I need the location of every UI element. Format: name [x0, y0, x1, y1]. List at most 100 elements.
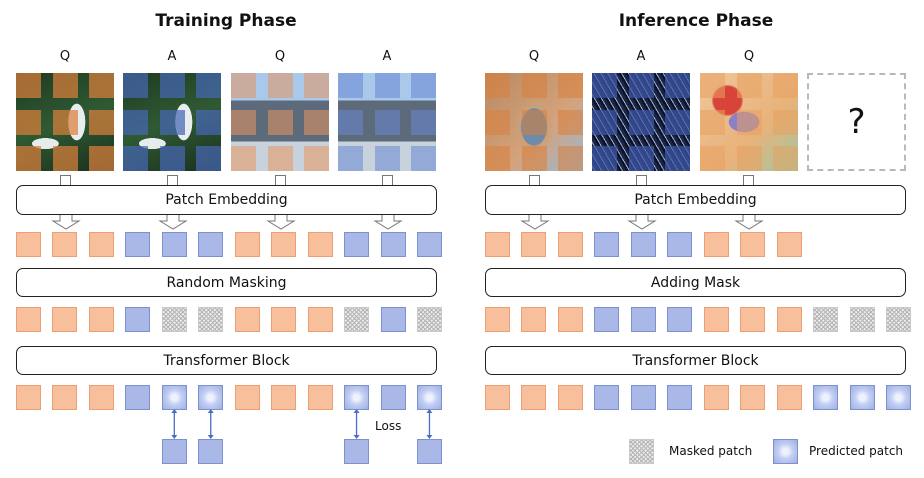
- answer-patch: [380, 385, 406, 410]
- image-patch-overlay: [628, 109, 654, 135]
- question-patch: [776, 385, 802, 410]
- down-arrow-icon: [51, 215, 81, 230]
- image-patch-overlay: [267, 146, 293, 171]
- question-patch: [703, 307, 729, 332]
- question-patch: [557, 232, 583, 257]
- image-patch-overlay: [196, 109, 221, 135]
- down-arrow-icon: [627, 215, 657, 230]
- image-patch-overlay: [196, 146, 221, 171]
- answer-patch: [380, 307, 406, 332]
- question-patch: [485, 307, 510, 332]
- image-patch-overlay: [123, 73, 148, 98]
- down-arrow-icon: [158, 215, 188, 230]
- answer-patch: [161, 232, 187, 257]
- image-patch-overlay: [411, 109, 436, 135]
- patch-grid-overlay: [231, 73, 329, 171]
- answer-patch: [125, 307, 151, 332]
- loss-arrows: [171, 409, 433, 439]
- image-patch-overlay: [374, 109, 400, 135]
- image-patch-overlay: [558, 73, 583, 98]
- answer-patch: [630, 232, 656, 257]
- image-patch-overlay: [374, 146, 400, 171]
- image-patch-overlay: [196, 73, 221, 98]
- image-patch-overlay: [628, 146, 654, 171]
- answer-patch: [630, 385, 656, 410]
- image-patch-overlay: [558, 109, 583, 135]
- answer-patch: [344, 232, 370, 257]
- image-patch-overlay: [521, 146, 547, 171]
- image-patch-overlay: [159, 109, 185, 135]
- image-patch-overlay: [16, 109, 41, 135]
- image-patch-overlay: [231, 109, 256, 135]
- masked-patch: [161, 307, 187, 332]
- masked-patch: [849, 307, 875, 332]
- question-patch: [271, 307, 297, 332]
- down-arrow-icon: [373, 215, 403, 230]
- training-image-label: Q: [59, 49, 71, 64]
- image-patch-overlay: [123, 109, 148, 135]
- question-patch: [521, 385, 547, 410]
- image-patch-overlay: [773, 73, 798, 98]
- inference-transformer-block-box: Transformer Block: [485, 346, 906, 375]
- image-patch-overlay: [89, 73, 114, 98]
- random-masking-box: Random Masking: [16, 268, 437, 297]
- image-patch-overlay: [16, 73, 41, 98]
- image-patch-overlay: [338, 73, 363, 98]
- image-patch-overlay: [485, 73, 510, 98]
- target-patch: [198, 439, 224, 464]
- double-arrow-icon: [426, 409, 433, 439]
- image-patch-overlay: [411, 146, 436, 171]
- answer-patch: [630, 307, 656, 332]
- image-patch-overlay: [592, 146, 617, 171]
- image-patch-overlay: [16, 146, 41, 171]
- box-label: Random Masking: [166, 274, 287, 291]
- input-arrow-stub: [743, 175, 754, 185]
- question-patch: [740, 232, 766, 257]
- question-patch: [307, 232, 333, 257]
- training-patch-embedding-box: Patch Embedding: [16, 185, 437, 215]
- question-patch: [16, 307, 41, 332]
- legend-predicted-label: Predicted patch: [809, 444, 904, 458]
- inference-phase-title: Inference Phase: [618, 11, 774, 31]
- down-arrow-icon: [520, 215, 550, 230]
- question-patch: [271, 385, 297, 410]
- patch-grid-overlay: [123, 73, 221, 171]
- input-arrow-stub: [60, 175, 71, 185]
- predicted-patch: [198, 385, 224, 410]
- question-patch: [88, 307, 114, 332]
- image-patch-overlay: [304, 73, 329, 98]
- embedding-arrows: [51, 215, 764, 230]
- image-patch-overlay: [338, 146, 363, 171]
- input-arrow-stub: [275, 175, 286, 185]
- image-patch-overlay: [665, 109, 690, 135]
- input-arrow-stub: [382, 175, 393, 185]
- predicted-patch: [849, 385, 875, 410]
- box-label: Adding Mask: [650, 274, 741, 291]
- image-patch-overlay: [338, 109, 363, 135]
- image-patch-overlay: [304, 109, 329, 135]
- training-image-q2-building: [231, 73, 329, 171]
- inference-image-label: Q: [528, 49, 540, 64]
- question-patch: [740, 385, 766, 410]
- box-label: Patch Embedding: [165, 192, 288, 208]
- question-patch: [307, 385, 333, 410]
- question-patch: [703, 385, 729, 410]
- predicted-patch: [885, 385, 911, 410]
- image-patch-overlay: [665, 73, 690, 98]
- question-patch: [307, 307, 333, 332]
- question-patch: [776, 307, 802, 332]
- box-label: Patch Embedding: [634, 192, 757, 208]
- down-arrow-icon: [734, 215, 764, 230]
- double-arrow-icon: [353, 409, 360, 439]
- image-patch-overlay: [736, 146, 762, 171]
- answer-patch: [594, 232, 620, 257]
- image-patch-overlay: [52, 73, 78, 98]
- masked-patch: [416, 307, 442, 332]
- image-patch-overlay: [773, 146, 798, 171]
- image-patch-overlay: [521, 73, 547, 98]
- answer-patch: [667, 232, 693, 257]
- legend-masked-swatch: [629, 439, 654, 464]
- image-patch-overlay: [592, 73, 617, 98]
- adding-mask-box: Adding Mask: [485, 268, 906, 297]
- image-patch-overlay: [52, 146, 78, 171]
